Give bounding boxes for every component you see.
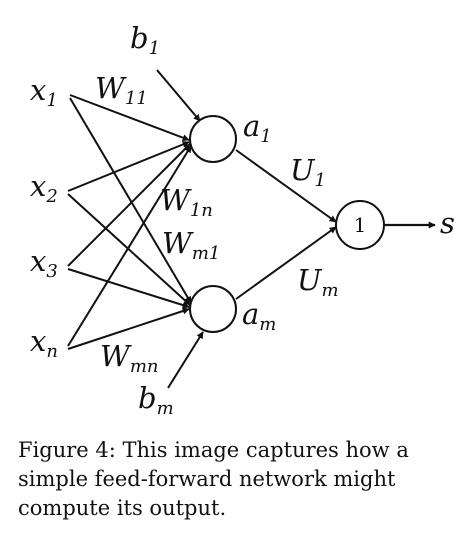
bias-label-bm: bm [138,381,174,419]
output-weight-label-um: Um [297,263,339,301]
weight-label-wm1: Wm1 [162,226,220,264]
edge-x3-a1 [67,143,191,267]
edge-x2-am [67,193,191,306]
output-label-s: s [440,206,455,240]
edge-x1-am [69,97,192,304]
output-weight-label-u1: U1 [290,153,326,191]
edge-xn-a1 [67,145,192,347]
input-label-x1: x1 [30,73,58,111]
input-label-x2: x2 [30,169,58,207]
output-node-label: 1 [354,213,367,237]
edges-to-a1 [67,94,192,347]
weight-label-w1n: W1n [160,183,213,221]
bias-label-b1: b1 [130,21,160,59]
weight-label-w11: W11 [95,71,148,109]
activation-label-a1: a1 [243,109,272,147]
weight-label-wmn: Wmn [100,339,158,377]
hidden-node-a1 [189,115,237,163]
bias-arrow-b1 [156,69,201,122]
activation-label-am: am [242,297,276,335]
edge-a1-output [235,149,337,223]
hidden-node-am [189,285,237,333]
edge-x3-am [67,268,190,309]
edge-x2-a1 [67,141,190,192]
edge-am-output [235,226,337,300]
input-label-x3: x3 [30,244,58,282]
network-diagram: 1 x1 x2 x3 xn b1 bm W11 W1n Wm1 Wmn a1 a… [30,21,455,419]
bias-arrow-bm [167,331,204,389]
edge-x1-a1 [69,94,190,142]
figure-caption: Figure 4: This image captures how a simp… [18,438,409,520]
edges-to-am [67,97,192,350]
output-node [335,200,385,250]
input-label-xn: xn [30,324,58,362]
edge-xn-am [67,307,190,350]
